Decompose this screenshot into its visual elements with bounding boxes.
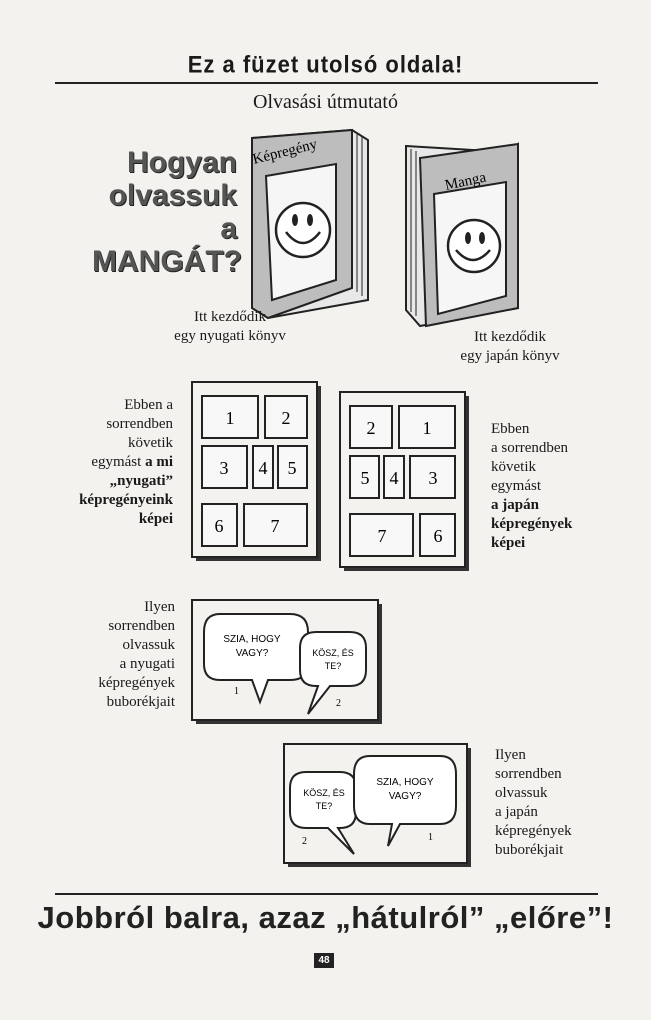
- intro-line-3: a MANGÁT?: [92, 212, 242, 278]
- panel-number: 6: [215, 516, 224, 536]
- bubble-number: 1: [234, 686, 239, 697]
- western-book-illustration: Képregény: [251, 128, 369, 320]
- panel-number: 4: [390, 468, 399, 488]
- text-line-bold: képregényeink: [79, 492, 173, 508]
- bubble-text: TE?: [325, 661, 342, 671]
- panel-number: 3: [220, 458, 229, 478]
- text-line: Ebben a: [124, 397, 173, 413]
- bubble-text: SZIA, HOGY: [376, 777, 434, 788]
- text-line: sorrendben: [106, 416, 173, 432]
- text-line-bold: „nyugati”: [109, 473, 173, 489]
- intro-line-2: olvassuk: [108, 179, 237, 212]
- bubble-number: 2: [302, 836, 307, 847]
- bubble-text: KÖSZ, ÉS: [303, 788, 345, 798]
- footer-slogan: Jobbról balra, azaz „hátulról” „előre”!: [37, 900, 614, 935]
- panel-number: 7: [378, 526, 387, 546]
- western-panel-diagram: 1 2 3 4 5 6 7: [191, 381, 321, 561]
- text-line-bold: a japán: [491, 497, 539, 513]
- text-line: buborékjait: [495, 842, 564, 858]
- panel-number: 3: [429, 468, 438, 488]
- text-line: Ilyen: [144, 599, 175, 615]
- panel-number: 2: [282, 408, 291, 428]
- text-line: Ilyen: [495, 747, 526, 763]
- bubble-text: KÖSZ, ÉS: [312, 648, 354, 658]
- text-line-bold: képei: [138, 511, 173, 527]
- page-subtitle: Olvasási útmutató: [253, 91, 398, 113]
- bubble-number: 2: [336, 698, 341, 709]
- western-bubble-diagram: SZIA, HOGY VAGY? KÖSZ, ÉS TE? 1 2: [191, 599, 382, 724]
- bubble-text: SZIA, HOGY: [223, 634, 281, 645]
- text-line: képregények: [98, 675, 175, 691]
- japanese-book-illustration: Manga: [405, 142, 519, 328]
- text-line: követik: [491, 459, 536, 475]
- text-line: sorrendben: [495, 766, 562, 782]
- panel-number: 7: [271, 516, 280, 536]
- panel-number: 2: [367, 418, 376, 438]
- japanese-panel-diagram: 2 1 5 4 3 7 6: [339, 391, 469, 571]
- page-number: 48: [314, 953, 334, 968]
- japanese-book-caption: Itt kezdődik egy japán könyv: [420, 328, 600, 366]
- text-line-bold: a mi: [145, 454, 173, 470]
- japanese-caption-line-1: Itt kezdődik: [473, 329, 547, 345]
- japanese-caption-line-2: egy japán könyv: [460, 348, 560, 364]
- panel-number: 5: [361, 468, 370, 488]
- panel-number: 1: [226, 408, 235, 428]
- text-line: követik: [128, 435, 173, 451]
- text-line: egymást: [491, 478, 541, 494]
- intro-heading: Hogyan olvassuk a MANGÁT?: [92, 146, 242, 278]
- bubble-text: VAGY?: [389, 791, 422, 802]
- panel-number: 1: [423, 418, 432, 438]
- page-title: Ez a füzet utolsó oldala!: [187, 50, 464, 79]
- bubble-number: 1: [428, 832, 433, 843]
- text-line: Ebben: [491, 421, 530, 437]
- text-line-bold: képregények: [491, 516, 573, 532]
- text-line: képregények: [495, 823, 572, 839]
- text-line-bold: képei: [491, 535, 526, 551]
- text-line: olvassuk: [122, 637, 176, 653]
- text-line: sorrendben: [108, 618, 175, 634]
- western-panel-text: Ebben a sorrendben követik egymást a mi …: [40, 396, 173, 529]
- text-line: egymást: [91, 454, 142, 470]
- text-line: olvassuk: [495, 785, 548, 801]
- text-line: buborékjait: [106, 694, 175, 710]
- text-line: a sorrendben: [491, 440, 569, 456]
- text-line: a japán: [495, 804, 538, 820]
- western-caption-line-2: egy nyugati könyv: [174, 328, 286, 344]
- panel-number: 6: [434, 526, 443, 546]
- top-divider: [55, 82, 598, 84]
- japanese-bubble-diagram: KÖSZ, ÉS TE? SZIA, HOGY VAGY? 2 1: [283, 743, 471, 867]
- panel-number: 5: [288, 458, 297, 478]
- text-line: a nyugati: [119, 656, 175, 672]
- bubble-text: TE?: [316, 801, 333, 811]
- bottom-divider: [55, 893, 598, 895]
- intro-line-1: Hogyan: [126, 146, 237, 179]
- western-book-caption: Itt kezdődik egy nyugati könyv: [140, 308, 320, 346]
- japanese-panel-text: Ebben a sorrendben követik egymást a jap…: [491, 420, 631, 553]
- bubble-text: VAGY?: [236, 648, 269, 659]
- western-bubble-text: Ilyen sorrendben olvassuk a nyugati képr…: [40, 598, 175, 712]
- japanese-bubble-text: Ilyen sorrendben olvassuk a japán képreg…: [495, 746, 635, 860]
- western-caption-line-1: Itt kezdődik: [193, 309, 267, 325]
- panel-number: 4: [259, 458, 268, 478]
